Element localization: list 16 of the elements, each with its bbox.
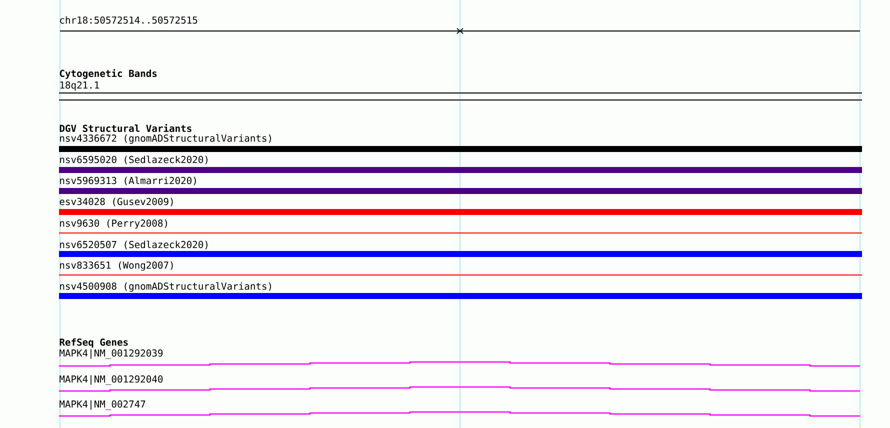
variant-label: esv34028 (Gusev2009) [60,198,173,206]
variant-label: nsv4500908 (gnomADStructuralVariants) [60,282,272,292]
gene-label: MAPK4|NM_001292040 [60,375,163,385]
coordinate-label: chr18:50572514..50572515 [60,16,198,24]
variant-label: nsv6520507 (Sedlazeck2020) [60,240,208,250]
track-title: DGV Structural Variants [60,124,192,132]
variant-label: nsv4336672 (gnomADStructuralVariants) [60,134,272,144]
gene-label: MAPK4|NM_002747 [60,400,146,410]
variant-label: nsv9630 (Perry2008) [60,219,167,229]
band-label: 18q21.1 [60,81,99,91]
variant-label: nsv833651 (Wong2007) [60,261,173,271]
track-title: RefSeq Genes [60,338,128,348]
gene-label: MAPK4|NM_001292039 [60,349,163,359]
variant-label: nsv6595020 (Sedlazeck2020) [60,156,208,164]
variant-label: nsv5969313 (Almarri2020) [60,176,196,186]
track-title: Cytogenetic Bands [60,69,157,79]
